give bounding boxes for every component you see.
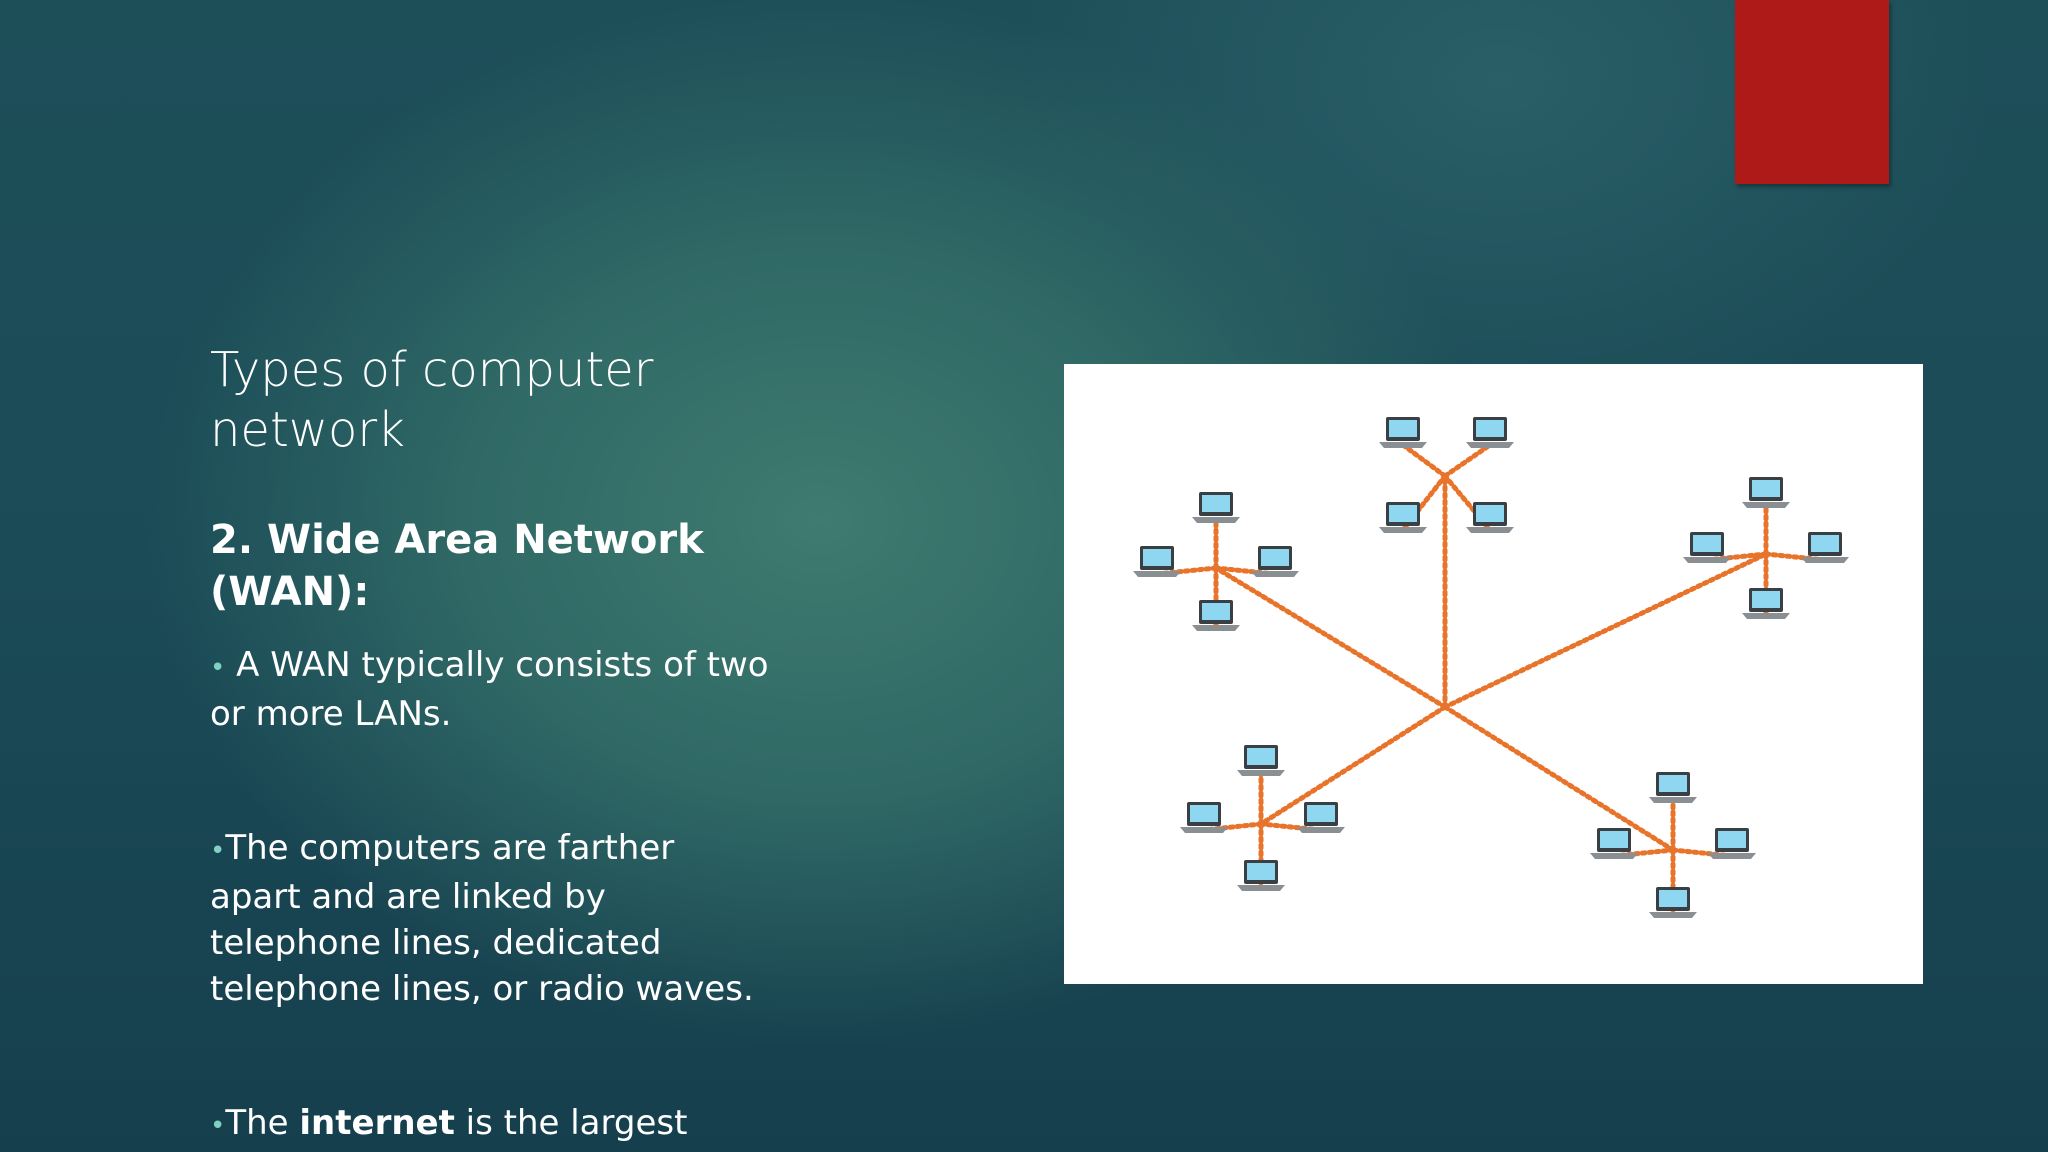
- red-accent-tab: [1735, 0, 1889, 184]
- slide-title: Types of computer network: [210, 342, 654, 458]
- laptop-icon: [1237, 860, 1285, 891]
- local-link: [1400, 442, 1448, 479]
- laptop-base: [1180, 827, 1228, 833]
- laptop-base: [1251, 571, 1299, 577]
- laptop-icon: [1192, 600, 1240, 631]
- paragraph-2: •The computers are farther apart and are…: [210, 825, 770, 1012]
- backbone-link: [1442, 704, 1676, 853]
- subtitle-suffix: :: [353, 569, 370, 615]
- laptop-icon: [1237, 745, 1285, 776]
- laptop-screen: [1600, 831, 1628, 848]
- laptop-base: [1192, 625, 1240, 631]
- laptop-screen: [1476, 505, 1504, 522]
- laptop-screen: [1202, 495, 1230, 512]
- laptop-screen: [1752, 591, 1780, 608]
- laptop-icon: [1133, 546, 1181, 577]
- paragraph-3-post: is the largest: [454, 1103, 688, 1143]
- laptop-screen: [1190, 805, 1218, 822]
- laptop-base: [1466, 442, 1514, 448]
- backbone-link: [1213, 565, 1448, 710]
- laptop-screen: [1693, 535, 1721, 552]
- wan-diagram-image: [1064, 364, 1923, 984]
- laptop-screen: [1659, 890, 1687, 907]
- laptop-base: [1683, 557, 1731, 563]
- laptop-screen: [1247, 863, 1275, 880]
- laptop-screen: [1247, 748, 1275, 765]
- laptop-icon: [1379, 417, 1427, 448]
- laptop-icon: [1379, 502, 1427, 533]
- laptop-screen: [1659, 775, 1687, 792]
- subtitle-bold: 2. Wide Area Network (WAN): [210, 517, 704, 615]
- laptop-icon: [1297, 802, 1345, 833]
- backbone-link: [1442, 551, 1769, 710]
- laptop-screen: [1202, 603, 1230, 620]
- paragraph-3: •The internet is the largest: [210, 1100, 770, 1149]
- bullet-icon: •: [210, 836, 226, 866]
- local-link: [1442, 442, 1493, 479]
- laptop-icon: [1649, 772, 1697, 803]
- slide-subtitle: 2. Wide Area Network (WAN):: [210, 514, 770, 618]
- laptop-icon: [1801, 532, 1849, 563]
- laptop-screen: [1476, 420, 1504, 437]
- laptop-screen: [1811, 535, 1839, 552]
- laptop-icon: [1742, 588, 1790, 619]
- laptop-base: [1590, 853, 1638, 859]
- laptop-icon: [1590, 828, 1638, 859]
- laptop-screen: [1752, 480, 1780, 497]
- laptop-base: [1708, 853, 1756, 859]
- laptop-icon: [1466, 417, 1514, 448]
- slide-text: Types of computer network 2. Wide Area N…: [210, 340, 770, 1149]
- paragraph-1: • A WAN typically consists of two or mor…: [210, 642, 770, 737]
- laptop-icon: [1708, 828, 1756, 859]
- laptop-icon: [1192, 492, 1240, 523]
- wan-topology-diagram: [1133, 417, 1849, 918]
- laptop-base: [1742, 502, 1790, 508]
- laptop-base: [1192, 517, 1240, 523]
- backbone-link: [1258, 704, 1448, 827]
- laptop-screen: [1389, 420, 1417, 437]
- laptop-base: [1742, 613, 1790, 619]
- laptop-screen: [1261, 549, 1289, 566]
- bullet-icon: •: [210, 653, 226, 683]
- laptop-screen: [1389, 505, 1417, 522]
- laptop-base: [1649, 797, 1697, 803]
- laptop-base: [1649, 912, 1697, 918]
- laptop-base: [1379, 442, 1427, 448]
- laptop-icon: [1649, 887, 1697, 918]
- laptop-icon: [1180, 802, 1228, 833]
- laptop-screen: [1718, 831, 1746, 848]
- laptop-base: [1133, 571, 1181, 577]
- laptop-icon: [1742, 477, 1790, 508]
- paragraph-2-text: The computers are farther apart and are …: [210, 828, 754, 1009]
- laptop-base: [1379, 527, 1427, 533]
- paragraph-1-text: A WAN typically consists of two or more …: [210, 645, 769, 734]
- laptop-base: [1801, 557, 1849, 563]
- laptop-base: [1237, 885, 1285, 891]
- bullet-icon: •: [210, 1111, 226, 1141]
- laptop-screen: [1143, 549, 1171, 566]
- laptop-screen: [1307, 805, 1335, 822]
- laptop-base: [1237, 770, 1285, 776]
- laptop-icon: [1251, 546, 1299, 577]
- laptop-base: [1466, 527, 1514, 533]
- laptop-base: [1297, 827, 1345, 833]
- paragraph-3-pre: The: [225, 1103, 300, 1143]
- paragraph-3-bold: internet: [299, 1103, 455, 1143]
- laptop-icon: [1466, 502, 1514, 533]
- laptop-icon: [1683, 532, 1731, 563]
